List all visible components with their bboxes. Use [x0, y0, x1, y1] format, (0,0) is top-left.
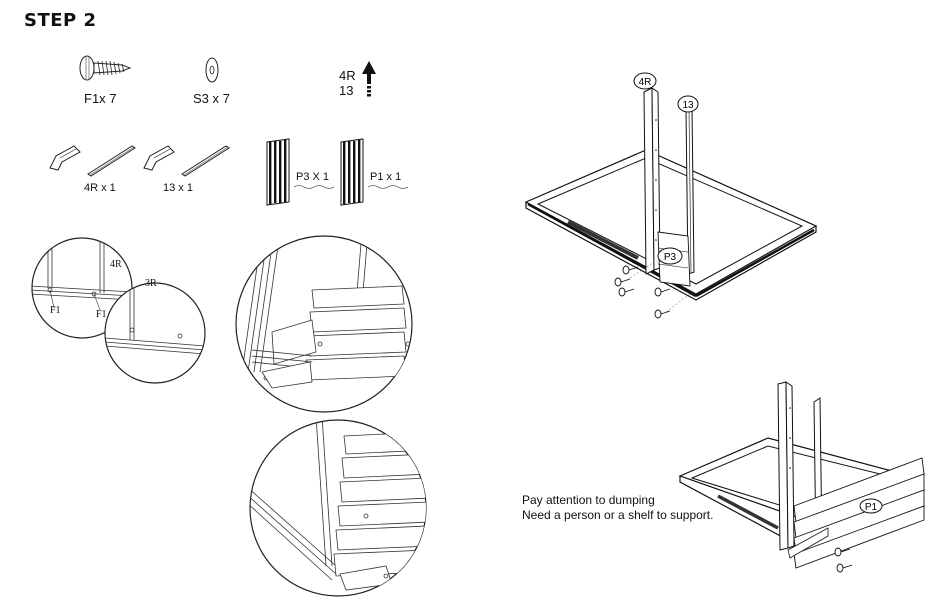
assembly-view-panel — [678, 381, 925, 573]
panel-p3-icon — [266, 138, 290, 206]
part-label-panel-p1: P1 x 1 — [370, 171, 402, 183]
callout-p3-text: P3 — [664, 252, 677, 263]
washer-icon — [205, 57, 219, 83]
direction-label-bottom: 13 — [339, 83, 354, 98]
part-label-washer: S3 x 7 — [193, 91, 230, 106]
detail-panel-insert-lower — [249, 419, 427, 597]
detail-rail-joint — [31, 237, 206, 384]
panel-p1-wave — [367, 185, 409, 189]
detail-label-f1-a: F1 — [50, 305, 61, 316]
detail-panel-insert-upper — [235, 235, 413, 413]
callout-13: 13 — [677, 95, 699, 113]
callout-13-text: 13 — [682, 100, 694, 111]
screw-icon — [79, 55, 132, 81]
support-note-line2: Need a person or a shelf to support. — [522, 508, 714, 522]
up-arrow-icon — [362, 61, 376, 97]
part-label-rail-4r: 4R x 1 — [84, 182, 116, 194]
assembly-view-rails — [524, 87, 818, 319]
panel-p1-icon — [340, 138, 364, 206]
rail-13-icon — [143, 145, 230, 177]
callout-4r: 4R — [633, 72, 657, 90]
panel-p3-wave — [293, 185, 335, 189]
rail-4r-icon — [49, 145, 136, 177]
callout-4r-text: 4R — [639, 77, 652, 88]
direction-label-top: 4R — [339, 68, 356, 83]
step-title: STEP 2 — [24, 10, 97, 31]
detail-label-f1-b: F1 — [96, 309, 107, 320]
callout-p3: P3 — [657, 247, 683, 265]
detail-label-4r: 4R — [110, 259, 122, 270]
callout-p1-text: P1 — [865, 502, 878, 513]
detail-label-3r: 3R — [145, 278, 157, 289]
support-note-line1: Pay attention to dumping — [522, 493, 655, 507]
part-label-panel-p3: P3 X 1 — [296, 171, 330, 183]
support-note: Pay attention to dumping Need a person o… — [522, 493, 713, 523]
part-label-screw: F1x 7 — [84, 91, 117, 106]
part-label-rail-13: 13 x 1 — [163, 182, 193, 194]
callout-p1: P1 — [859, 498, 883, 514]
